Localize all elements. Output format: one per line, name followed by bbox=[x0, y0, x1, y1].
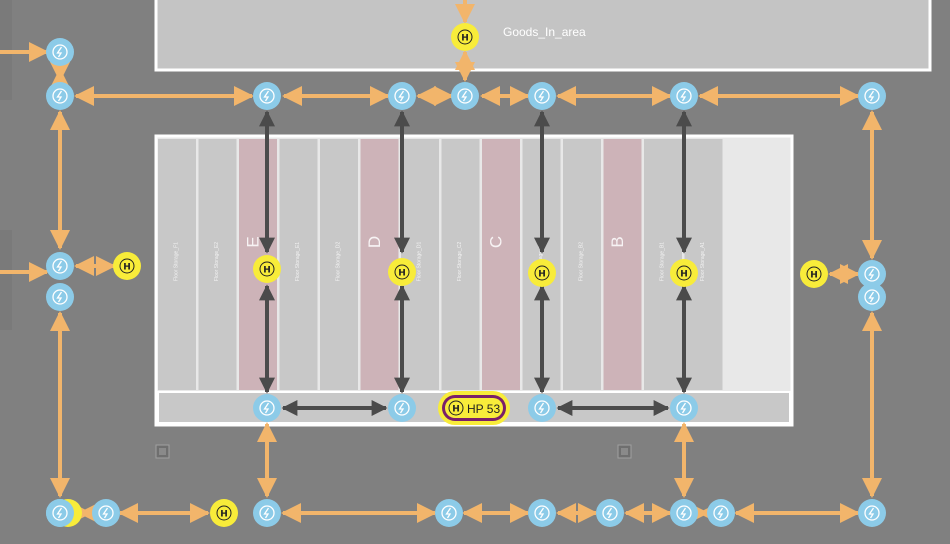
waypoint-node-icon[interactable] bbox=[528, 82, 556, 110]
storage-lane-label: Floor Storage_E1 bbox=[295, 242, 301, 281]
storage-lane-label: Floor Storage_F1 bbox=[174, 242, 180, 281]
sensor-marker-icon bbox=[617, 444, 632, 459]
aisle-lane-b[interactable]: B bbox=[603, 139, 642, 390]
svg-text:H: H bbox=[680, 270, 688, 280]
waypoint-node-icon[interactable] bbox=[707, 499, 735, 527]
waypoint-node-icon[interactable] bbox=[46, 82, 74, 110]
waypoint-node-icon[interactable] bbox=[528, 499, 556, 527]
storage-lane-label: Floor Storage_A1 bbox=[700, 242, 706, 281]
svg-text:H: H bbox=[123, 263, 131, 273]
waypoint-node-icon[interactable] bbox=[858, 283, 886, 311]
waypoint-node-icon[interactable] bbox=[46, 283, 74, 311]
home-position-icon[interactable]: H bbox=[800, 260, 828, 288]
home-position-icon[interactable]: H bbox=[113, 252, 141, 280]
aisle-label: D bbox=[365, 236, 384, 248]
aisle-label: B bbox=[608, 236, 627, 247]
storage-lane[interactable]: Floor Storage_E2 bbox=[198, 139, 237, 390]
storage-lane-label: Floor Storage_C2 bbox=[457, 242, 463, 282]
waypoint-node-icon[interactable] bbox=[858, 82, 886, 110]
aisle-label: E bbox=[244, 236, 263, 247]
waypoint-node-icon[interactable] bbox=[858, 260, 886, 288]
waypoint-node-icon[interactable] bbox=[670, 394, 698, 422]
waypoint-node-icon[interactable] bbox=[388, 82, 416, 110]
waypoint-node-icon[interactable] bbox=[46, 252, 74, 280]
left-edge-strip bbox=[0, 230, 12, 330]
goods-in-area-label: Goods_In_area bbox=[503, 25, 586, 39]
home-point-label: HP 53 bbox=[467, 402, 500, 416]
storage-block: Floor Storage_F1 Floor Storage_E2 E Floor S… bbox=[154, 134, 794, 427]
home-position-icon[interactable]: H bbox=[210, 499, 238, 527]
storage-lane[interactable]: Floor Storage_D2 bbox=[320, 139, 358, 390]
home-position-icon[interactable]: H bbox=[528, 259, 556, 287]
storage-lane[interactable]: Floor Storage_B2 bbox=[563, 139, 601, 390]
svg-text:H: H bbox=[220, 510, 228, 520]
svg-text:H: H bbox=[538, 270, 546, 280]
waypoint-node-icon[interactable] bbox=[858, 499, 886, 527]
waypoint-node-icon[interactable] bbox=[435, 499, 463, 527]
waypoint-node-icon[interactable] bbox=[670, 82, 698, 110]
home-position-icon[interactable]: H bbox=[388, 258, 416, 286]
waypoint-node-icon[interactable] bbox=[388, 394, 416, 422]
home-position-icon[interactable]: H bbox=[670, 259, 698, 287]
home-position-icon[interactable]: H bbox=[451, 23, 479, 51]
waypoint-node-icon[interactable] bbox=[670, 499, 698, 527]
storage-lane[interactable]: Floor Storage_F1 bbox=[158, 139, 196, 390]
waypoint-node-icon[interactable] bbox=[253, 394, 281, 422]
waypoint-node-icon[interactable] bbox=[596, 499, 624, 527]
storage-lane-label: Floor Storage_B1 bbox=[660, 242, 666, 281]
waypoint-node-icon[interactable] bbox=[46, 38, 74, 66]
waypoint-node-icon[interactable] bbox=[46, 499, 74, 527]
storage-lane-label: Floor Storage_D2 bbox=[336, 242, 342, 282]
waypoint-node-icon[interactable] bbox=[253, 82, 281, 110]
waypoint-node-icon[interactable] bbox=[253, 499, 281, 527]
storage-lane[interactable]: Floor Storage_C2 bbox=[441, 139, 480, 390]
home-position-icon bbox=[448, 400, 464, 416]
svg-text:H: H bbox=[810, 271, 818, 281]
waypoint-node-icon[interactable] bbox=[92, 499, 120, 527]
waypoint-node-icon[interactable] bbox=[451, 82, 479, 110]
waypoint-node-icon[interactable] bbox=[528, 394, 556, 422]
aisle-lane-c[interactable]: C bbox=[482, 139, 520, 390]
sensor-marker-icon bbox=[155, 444, 170, 459]
aisle-lane-d[interactable]: D bbox=[360, 139, 399, 390]
goods-in-area[interactable]: Goods_In_area bbox=[154, 0, 932, 72]
storage-lane-label: Floor Storage_D1 bbox=[417, 242, 423, 282]
home-glyph: H bbox=[452, 405, 460, 415]
svg-text:H: H bbox=[263, 266, 271, 276]
svg-text:H: H bbox=[398, 269, 406, 279]
storage-lane-label: Floor Storage_B2 bbox=[579, 242, 585, 281]
home-point-hp53[interactable]: H HP 53 bbox=[438, 391, 510, 425]
aisle-label: C bbox=[487, 236, 506, 248]
svg-text:H: H bbox=[461, 34, 469, 44]
home-position-icon[interactable]: H bbox=[253, 255, 281, 283]
storage-lane[interactable]: Floor Storage_E1 bbox=[279, 139, 318, 390]
storage-lane-label: Floor Storage_E2 bbox=[214, 242, 220, 281]
